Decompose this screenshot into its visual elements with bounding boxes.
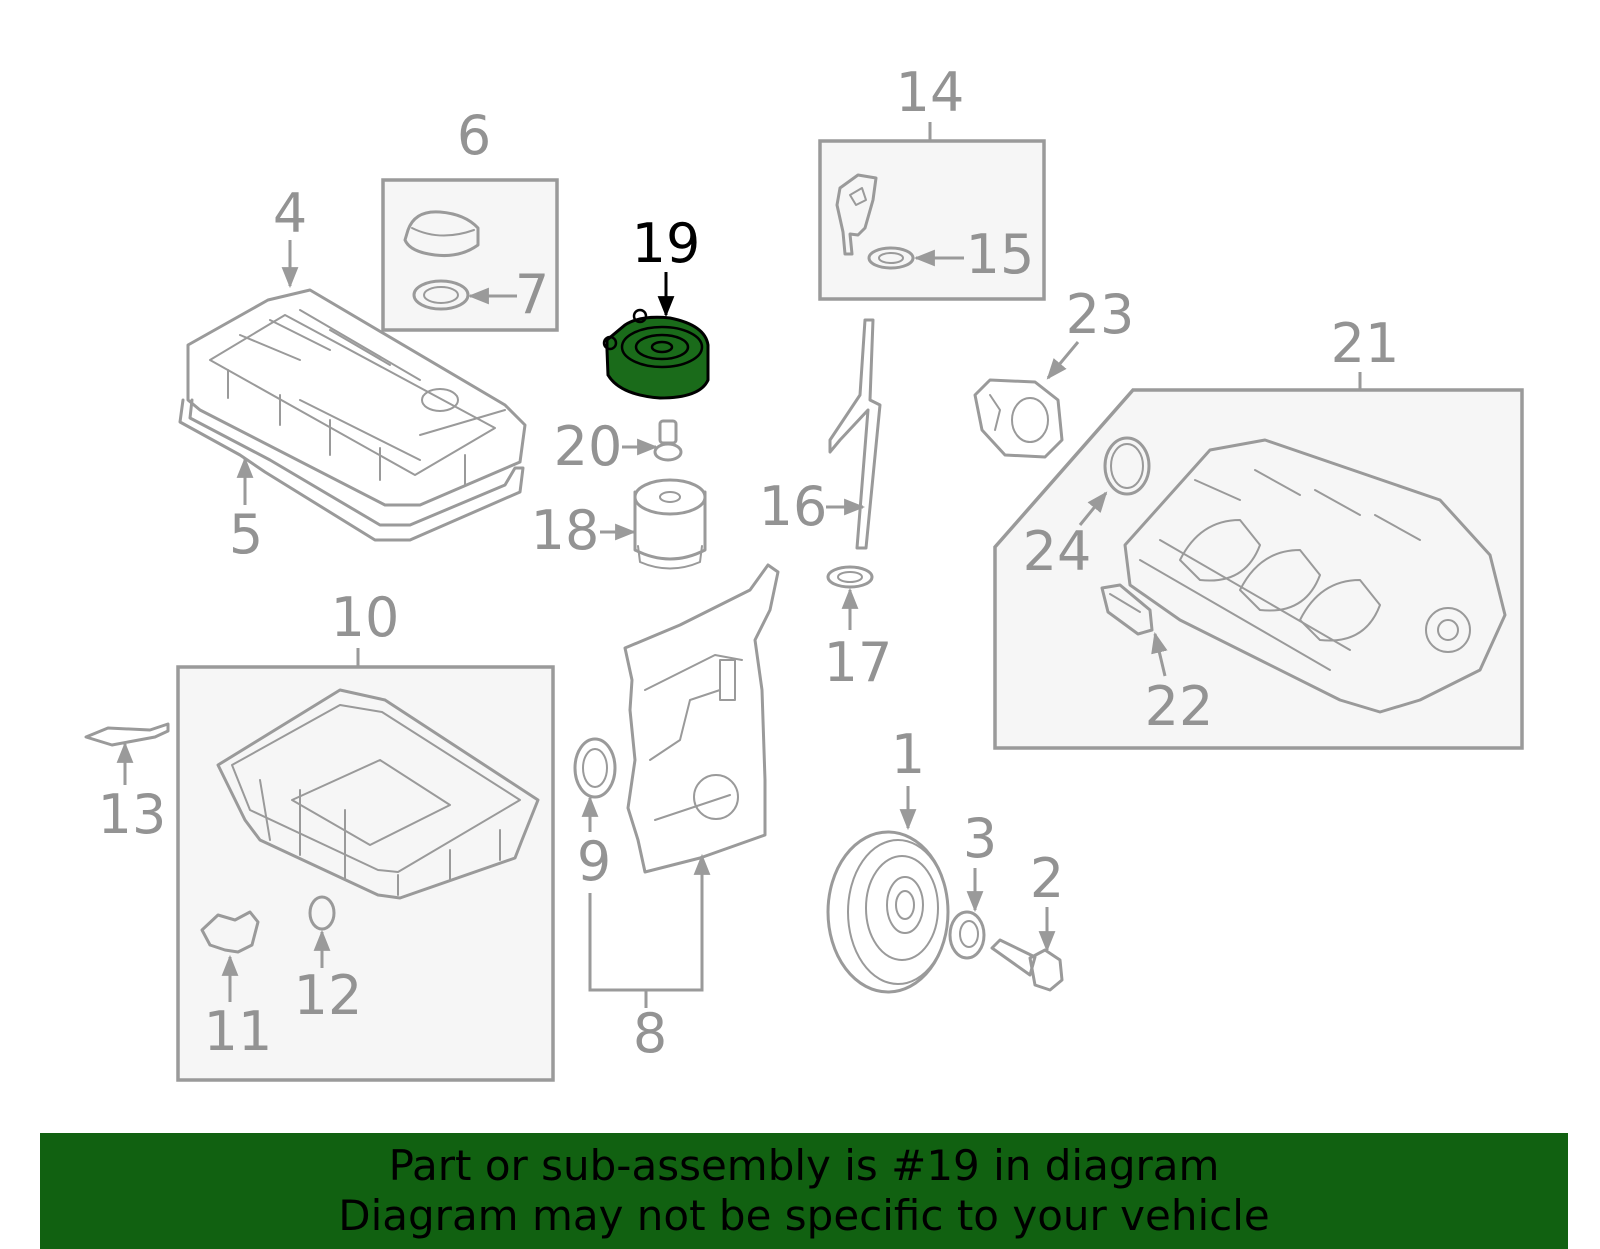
callout-22: 22 (1145, 675, 1214, 738)
banner-line-2: Diagram may not be specific to your vehi… (338, 1191, 1270, 1240)
oil-pan-part[interactable] (216, 688, 540, 900)
baffle-plate-part[interactable] (84, 722, 170, 747)
valve-cover-part[interactable] (186, 288, 527, 507)
callout-8: 8 (633, 1002, 667, 1065)
callout-4: 4 (273, 182, 307, 245)
callout-3: 3 (963, 807, 997, 870)
callout-2: 2 (1030, 847, 1064, 910)
guide-o-ring-part[interactable] (826, 565, 874, 589)
oil-cooler-bolt-part[interactable] (653, 419, 683, 462)
callout-9: 9 (577, 830, 611, 893)
crankshaft-pulley-part[interactable] (826, 830, 950, 994)
throttle-body-part[interactable] (973, 378, 1064, 459)
oil-cooler-part-highlighted[interactable] (602, 308, 710, 400)
box-oil-cap (381, 178, 559, 332)
box-intake-manifold (993, 388, 1524, 750)
pulley-bolt-part[interactable] (990, 938, 1064, 992)
gauge-o-ring-part[interactable] (867, 246, 915, 270)
callout-7: 7 (515, 263, 549, 326)
intake-manifold-part[interactable] (1123, 438, 1507, 714)
callout-5: 5 (229, 503, 263, 566)
callout-20: 20 (554, 415, 623, 478)
leader-lines (116, 122, 1362, 1008)
dipstick-guide-tube-part[interactable] (828, 318, 882, 550)
callout-24: 24 (1023, 520, 1092, 583)
oil-level-sensor-part[interactable] (200, 910, 260, 954)
intake-gasket-part[interactable] (1100, 583, 1154, 636)
throttle-gasket-part[interactable] (1103, 436, 1151, 496)
callout-12: 12 (294, 964, 363, 1027)
box-oil-pan (176, 665, 555, 1082)
oil-filler-cap-part[interactable] (403, 210, 480, 257)
callout-15: 15 (966, 223, 1035, 286)
callout-14: 14 (896, 61, 965, 124)
front-seal-part[interactable] (573, 737, 617, 799)
callout-17: 17 (824, 631, 893, 694)
banner-line-1: Part or sub-assembly is #19 in diagram (388, 1141, 1220, 1190)
pulley-washer-part[interactable] (948, 910, 986, 960)
callout-6: 6 (457, 104, 491, 167)
callout-11: 11 (204, 1000, 273, 1063)
callout-16: 16 (759, 475, 828, 538)
callout-13: 13 (98, 783, 167, 846)
callout-1: 1 (891, 723, 925, 786)
drain-plug-gasket-part[interactable] (308, 895, 336, 931)
oil-level-gauge-part[interactable] (835, 173, 878, 256)
callout-23: 23 (1066, 283, 1135, 346)
callout-18: 18 (531, 499, 600, 562)
callout-19-highlighted: 19 (632, 212, 701, 275)
callout-labels: 1 2 3 4 5 6 7 8 9 10 11 12 13 14 15 16 1… (98, 61, 1400, 1065)
callout-10: 10 (331, 586, 400, 649)
box-dipstick-gauge (818, 139, 1046, 301)
info-banner: Part or sub-assembly is #19 in diagram D… (40, 1133, 1568, 1249)
callout-21: 21 (1331, 312, 1400, 375)
timing-cover-part[interactable] (623, 563, 780, 874)
oil-filter-part[interactable] (633, 478, 707, 570)
